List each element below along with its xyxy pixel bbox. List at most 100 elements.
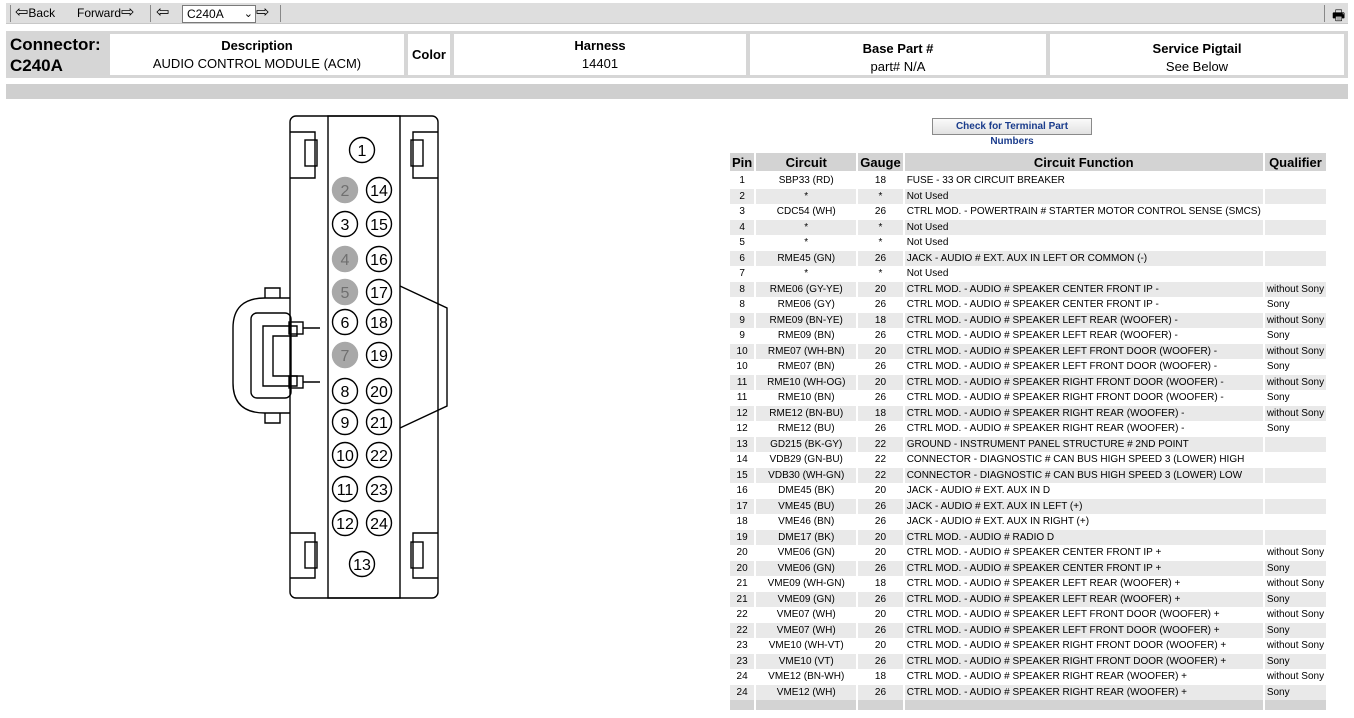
cell-circuit: VME12 (BN-WH) (768, 671, 845, 683)
cell-gauge: 18 (874, 578, 887, 590)
pin-number: 1 (358, 143, 367, 160)
pin-7: 7 (331, 341, 359, 369)
cell-circuit-function: CONNECTOR - DIAGNOSTIC # CAN BUS HIGH SP… (906, 454, 1245, 466)
forward-label: Forward (77, 6, 122, 20)
pin-cavity (365, 377, 393, 405)
cell-circuit: * (804, 268, 809, 280)
harness-box: Harness 14401 (454, 34, 746, 75)
header-divider (6, 84, 1348, 99)
cell-qualifier (1265, 452, 1326, 468)
col-circuit: Circuit (756, 153, 857, 173)
cell-circuit-function: GROUND - INSTRUMENT PANEL STRUCTURE # 2N… (904, 436, 1263, 452)
check-terminal-part-numbers-button[interactable]: Check for Terminal Part Numbers (932, 118, 1092, 147)
connector-select[interactable]: C240A ⌄ (182, 5, 256, 23)
cell-qualifier: without Sony (1264, 405, 1327, 421)
pin-17: 17 (365, 278, 393, 306)
pin-number: 16 (370, 252, 388, 269)
cell-gauge: 22 (858, 467, 903, 483)
cell-circuit-function: CTRL MOD. - AUDIO # SPEAKER RIGHT FRONT … (904, 653, 1263, 669)
cell-pin: 6 (730, 250, 755, 266)
back-button[interactable]: ⇦ Back (15, 5, 55, 21)
pin-12: 12 (331, 509, 359, 537)
cell-circuit: VDB29 (GN-BU) (769, 454, 843, 466)
pin-table: Pin Circuit Gauge Circuit Function Quali… (728, 153, 1328, 710)
cell-qualifier (1264, 219, 1327, 235)
pin-cavity (365, 408, 393, 436)
cell-circuit: RME07 (WH-BN) (756, 343, 857, 359)
pin-cavity (331, 245, 359, 273)
pin-21: 21 (365, 408, 393, 436)
connector-label: Connector: (10, 35, 101, 54)
arrow-right-icon: ⇨ (256, 4, 270, 21)
cell-circuit: RME12 (BN-BU) (756, 405, 857, 421)
cell-gauge: 20 (874, 547, 887, 559)
cell-gauge: 20 (858, 343, 903, 359)
pin-number: 20 (370, 384, 388, 401)
cell-qualifier (1265, 204, 1326, 220)
cell-pin: 20 (736, 547, 748, 559)
pin-cavity (331, 408, 359, 436)
cell-circuit: VME09 (GN) (756, 591, 857, 607)
cell-circuit: VME10 (WH-VT) (768, 640, 844, 652)
cell-circuit-function: CTRL MOD. - AUDIO # SPEAKER RIGHT FRONT … (906, 392, 1224, 404)
cell-gauge: 26 (874, 206, 887, 218)
cell-pin: 23 (736, 640, 748, 652)
pin-16: 16 (365, 245, 393, 273)
cell-circuit-function: CTRL MOD. - AUDIO # SPEAKER CENTER FRONT… (906, 547, 1162, 559)
cell-circuit-function: Not Used (904, 188, 1263, 204)
pin-2: 2 (331, 176, 359, 204)
cell-qualifier: Sony (1266, 423, 1290, 435)
cell-circuit-function: CTRL MOD. - AUDIO # SPEAKER RIGHT REAR (… (904, 684, 1263, 700)
pin-cavity (331, 278, 359, 306)
next-connector-button[interactable]: ⇨ (256, 5, 269, 21)
pin-number: 3 (341, 217, 350, 234)
table-footer (730, 700, 1327, 710)
cell-qualifier (1264, 188, 1327, 204)
prev-connector-button[interactable]: ⇦ (156, 5, 169, 21)
col-qualifier: Qualifier (1264, 153, 1327, 173)
cell-qualifier (1265, 173, 1326, 189)
cell-gauge: 20 (858, 374, 903, 390)
forward-button[interactable]: Forward ⇨ (77, 5, 134, 21)
cell-gauge: * (858, 219, 903, 235)
cell-circuit-function: Not Used (904, 219, 1263, 235)
cell-circuit: VME06 (GN) (756, 560, 857, 576)
cell-gauge: 20 (874, 609, 887, 621)
pin-cavity (348, 136, 376, 164)
cell-qualifier (1264, 436, 1327, 452)
connector-title: Connector: C240A (10, 34, 101, 76)
cell-gauge: 26 (858, 591, 903, 607)
cell-circuit-function: CTRL MOD. - AUDIO # SPEAKER RIGHT REAR (… (906, 423, 1185, 435)
pin-23: 23 (365, 475, 393, 503)
back-label: Back (28, 6, 56, 20)
cell-pin: 4 (730, 219, 755, 235)
pin-cavity (331, 308, 359, 336)
pin-number: 11 (337, 482, 354, 499)
description-value: AUDIO CONTROL MODULE (ACM) (152, 56, 362, 71)
cell-circuit-function: FUSE - 33 OR CIRCUIT BREAKER (906, 175, 1065, 187)
pin-cavity (331, 509, 359, 537)
table-row: 2**Not Used (730, 188, 1327, 204)
cell-qualifier: Sony (1264, 684, 1327, 700)
cell-circuit: RME45 (GN) (756, 250, 857, 266)
pin-number: 22 (370, 448, 388, 465)
cell-gauge: 22 (874, 454, 887, 466)
cell-circuit: VME09 (WH-GN) (767, 578, 845, 590)
harness-value: 14401 (581, 56, 619, 71)
cell-gauge: 26 (874, 392, 887, 404)
cell-circuit-function: Not Used (906, 237, 949, 249)
cell-circuit: VME10 (VT) (756, 653, 857, 669)
cell-gauge: 18 (874, 671, 887, 683)
color-box: Color (408, 34, 450, 75)
print-button[interactable]: 🖶 (1332, 5, 1345, 29)
